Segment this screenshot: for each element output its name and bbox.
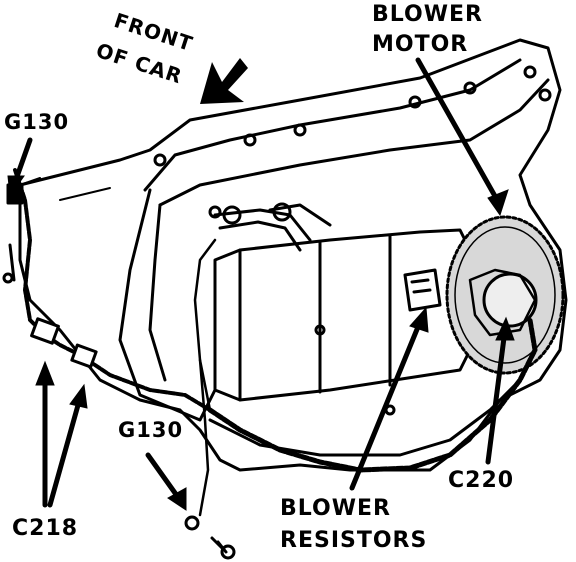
- blower-motor-label-line1: BLOWER: [372, 2, 483, 27]
- ground-wire-bottom: [198, 358, 210, 517]
- blower-motor-leader: [415, 57, 503, 208]
- resistor-block: [403, 268, 442, 312]
- blower-resistors-leader: [349, 319, 423, 491]
- c218-label: C218: [12, 516, 79, 541]
- blower-resistors-label-line2: RESISTORS: [280, 528, 428, 553]
- g130-bottom-leader: [145, 452, 183, 503]
- ground-screw-bottom: [210, 536, 228, 554]
- pipe-right: [268, 203, 332, 227]
- duct-box: [213, 228, 472, 402]
- blower-resistors-label-line1: BLOWER: [280, 496, 391, 521]
- connector-c218-b: [70, 343, 98, 369]
- blower-motor-label-line2: MOTOR: [372, 32, 469, 57]
- blower-motor-arrowhead: [487, 189, 509, 217]
- g130-bottom-label: G130: [118, 418, 184, 442]
- ground-eyelet-bottom: [184, 515, 200, 531]
- housing-outline: [18, 38, 568, 472]
- c220-leader: [485, 327, 508, 465]
- connector-c218-a: [30, 317, 60, 345]
- c220-label: C220: [448, 468, 515, 493]
- harness-right: [207, 317, 538, 473]
- c218-leader-right: [47, 395, 83, 508]
- front-of-car-arrow: [200, 58, 248, 104]
- case-top: [143, 58, 522, 192]
- g130-top-label: G130: [4, 110, 70, 134]
- pipe-left: [213, 208, 312, 242]
- ground-screw-top: [8, 243, 16, 282]
- blower-motor-hub: [482, 272, 538, 328]
